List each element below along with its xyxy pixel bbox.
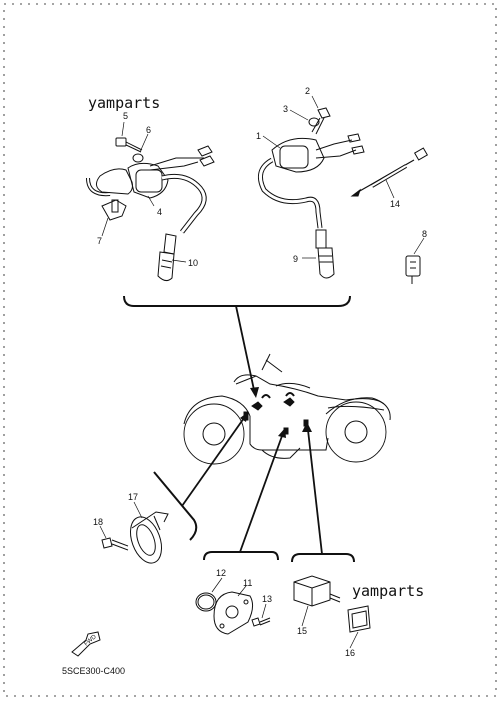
spark-plug-cap-10 <box>157 233 177 282</box>
washer-6 <box>132 153 144 163</box>
watermark-bottom: yamparts <box>352 582 425 600</box>
wire-terminal <box>199 155 215 167</box>
part-label-16: 16 <box>345 648 355 658</box>
connector-8 <box>405 255 421 284</box>
part-label-12: 12 <box>216 568 226 578</box>
leader-lines <box>99 95 425 649</box>
horn-bracket <box>153 471 198 541</box>
part-label-18: 18 <box>93 517 103 527</box>
bolt-5 <box>115 137 143 153</box>
top-group-arrowhead <box>250 387 259 398</box>
part-label-6: 6 <box>146 125 151 135</box>
horn-17 <box>129 511 169 564</box>
document-code: 5SCE300-C400 <box>62 666 126 676</box>
horn-arrowhead <box>240 412 248 422</box>
part-label-14: 14 <box>390 199 400 209</box>
sensor-group-bracket <box>203 551 279 561</box>
part-label-2: 2 <box>305 86 310 96</box>
part-label-13: 13 <box>262 594 272 604</box>
forward-arrow: FWD <box>71 631 101 657</box>
screw-13 <box>251 617 271 627</box>
part-label-1: 1 <box>256 131 261 141</box>
relay-leader <box>307 429 323 555</box>
relay-arrowhead <box>302 422 312 432</box>
bolt-18 <box>101 537 129 551</box>
part-label-5: 5 <box>123 111 128 121</box>
ignition-coil-left <box>86 157 207 234</box>
o-ring-12 <box>195 592 217 612</box>
ignition-coil-right <box>257 137 357 229</box>
part-label-4: 4 <box>157 207 162 217</box>
part-label-10: 10 <box>188 258 198 268</box>
part-label-17: 17 <box>128 492 138 502</box>
sensor-arrowhead <box>278 428 286 438</box>
spark-plug-cap-9 <box>315 229 335 279</box>
part-label-8: 8 <box>422 229 427 239</box>
relay-cover-16 <box>347 605 371 633</box>
part-label-9: 9 <box>293 254 298 264</box>
bolt-2 <box>311 107 331 135</box>
watermark-top: yamparts <box>88 94 161 112</box>
part-label-11: 11 <box>243 578 252 588</box>
part-label-15: 15 <box>297 626 307 636</box>
sensor-leader <box>239 435 283 553</box>
washer-3 <box>308 117 320 127</box>
clamp-7 <box>101 199 127 221</box>
lead-wire-14 <box>350 147 429 197</box>
top-group-bracket <box>123 295 351 307</box>
wire-terminal <box>351 145 365 155</box>
horn-leader <box>181 417 245 507</box>
motorcycle-outline <box>183 353 391 465</box>
sensor-11 <box>213 591 254 635</box>
part-label-7: 7 <box>97 236 102 246</box>
part-locator-marks <box>243 392 309 435</box>
wire-terminal <box>197 145 213 157</box>
top-group-leader <box>235 305 255 391</box>
relay-group-bracket <box>291 553 355 563</box>
fwd-label: FWD <box>83 634 98 648</box>
part-number-labels: 1 2 3 4 5 6 7 8 9 10 11 12 13 14 15 16 1… <box>93 86 427 658</box>
relay-15 <box>293 575 341 607</box>
part-label-3: 3 <box>283 104 288 114</box>
wire-terminal <box>347 133 361 143</box>
